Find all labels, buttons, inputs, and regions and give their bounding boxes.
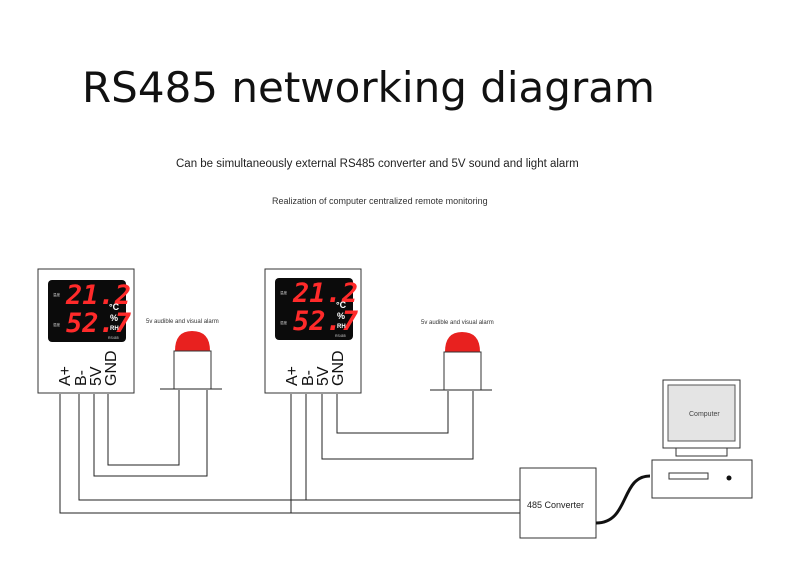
disk-drive-slot [668,472,709,480]
temperature-readout: 21.2 [292,278,358,309]
alarm-body [443,351,482,391]
temp-tag: 温度 [280,290,288,295]
computer-label: Computer [689,411,720,418]
converter-label: 485 Converter [527,500,584,510]
diagram-subtitle: Can be simultaneously external RS485 con… [176,158,579,170]
wire-device2-5v-to-alarm2 [321,391,474,460]
rs485-converter: 485 Converter [519,467,597,539]
hum-tag: 湿度 [280,320,288,325]
pin-b-label: B- [73,370,90,386]
model-tag: RS485 [108,336,119,340]
wire-bus-a-device1 [59,394,520,514]
pin-a-label: A+ [284,366,301,386]
temp-tag: 温度 [53,292,60,297]
sensor-device-2: 温度 湿度 21.2 52.7 °C % RH RS485 A+ B- 5V G… [264,268,362,394]
pin-gnd-label: GND [103,350,120,386]
wire-bus-b-device1 [78,394,520,501]
pin-5v-label: 5V [315,366,332,386]
computer: Computer [651,379,753,499]
alarm-label: 5v audible and visual alarm [421,320,494,326]
model-tag: RS485 [335,334,346,338]
diagram-subtitle-secondary: Realization of computer centralized remo… [272,196,488,206]
alarm-label: 5v audible and visual alarm [146,319,219,325]
alarm-light-dome [175,331,210,351]
alarm-light-dome [445,332,480,352]
diagram-title: RS485 networking diagram [82,63,655,112]
humidity-readout: 52.7 [293,306,359,337]
pin-5v-label: 5V [88,366,105,386]
device-display-screen [275,278,353,340]
pin-gnd-label: GND [330,350,347,386]
hum-unit-top: % [337,311,345,321]
pin-b-label: B- [300,370,317,386]
monitor-stand [675,447,728,457]
hum-unit-bottom: RH [337,324,346,330]
temperature-readout: 21.2 [65,280,131,311]
alarm-2: 5v audible and visual alarm [421,320,494,391]
device-display-screen [48,280,126,342]
wire-device2-gnd-to-alarm2 [336,391,449,434]
hum-unit-bottom: RH [110,326,119,332]
wire-device1-gnd-to-alarm1 [107,390,180,466]
humidity-readout: 52.7 [66,308,132,339]
hum-unit-top: % [110,313,118,323]
usb-cable [595,474,651,525]
converter-box [519,467,597,539]
alarm-body [173,350,212,390]
monitor-screen [667,384,736,442]
wire-device1-5v-to-alarm1 [93,390,208,477]
temp-unit: °C [336,300,347,310]
temp-unit: °C [109,302,120,312]
alarm-1: 5v audible and visual alarm [146,319,222,390]
pin-a-label: A+ [57,366,74,386]
hum-tag: 湿度 [53,322,60,327]
sensor-device-1: 温度 湿度 21.2 52.7 °C % RH RS485 A+ B- 5V G… [37,268,135,394]
power-button-icon [726,475,732,481]
